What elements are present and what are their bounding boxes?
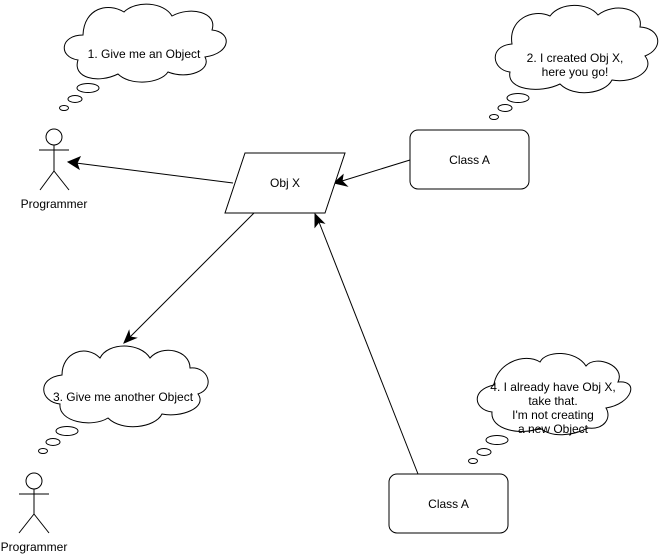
edge-classa2-to-objx <box>314 212 419 475</box>
programmer-actor-2[interactable] <box>18 472 50 534</box>
thought-text-3: 3. Give me another Object <box>52 390 194 404</box>
thought-text-2: 2. I created Obj X, here you go! <box>526 51 624 79</box>
thought-cloud-1 <box>59 3 227 111</box>
obj-x-label: Obj X <box>269 176 300 190</box>
class-a-box-1[interactable] <box>409 129 530 190</box>
thought-cloud-3 <box>38 345 209 454</box>
class-a-box-2[interactable] <box>388 473 509 534</box>
obj-x-shape[interactable] <box>224 152 346 214</box>
class-a-label-1: Class A <box>449 153 490 167</box>
edge-objx-to-programmer-1 <box>66 156 234 184</box>
programmer-actor-1[interactable] <box>39 128 70 191</box>
thought-cloud-2 <box>489 4 658 120</box>
thought-text-1: 1. Give me an Object <box>87 47 201 61</box>
thought-text-4: 4. I already have Obj X, take that. I'm … <box>490 380 616 436</box>
edge-classa1-to-objx <box>332 159 411 187</box>
thought-cloud-4 <box>468 353 632 464</box>
programmer-label-1: Programmer <box>20 197 88 211</box>
class-a-label-2: Class A <box>428 497 469 511</box>
edge-objx-to-thought-3 <box>123 212 255 344</box>
programmer-label-2: Programmer <box>0 540 68 554</box>
